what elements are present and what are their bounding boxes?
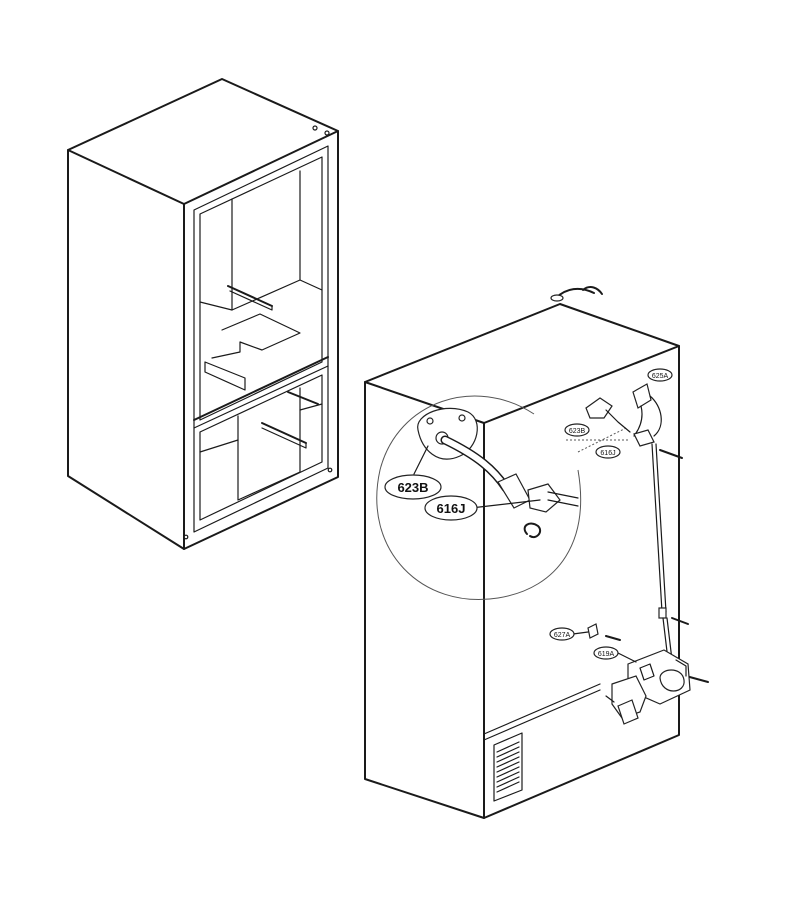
rear-cabinet	[364, 286, 680, 819]
svg-text:616J: 616J	[437, 501, 466, 516]
water-valve-619A	[605, 649, 691, 725]
callout-616J-small: 616J	[595, 445, 621, 459]
svg-text:623B: 623B	[569, 428, 586, 435]
front-cabinet	[67, 78, 339, 550]
callout-627A: 627A	[549, 627, 575, 641]
svg-text:625A: 625A	[652, 373, 669, 380]
svg-text:616J: 616J	[600, 450, 615, 457]
callout-619A: 619A	[593, 646, 619, 660]
callout-623B-small: 623B	[564, 423, 590, 437]
svg-text:627A: 627A	[554, 632, 571, 639]
zoom-detail: 623B 616J	[376, 395, 630, 600]
callout-616J-large: 616J	[424, 495, 478, 521]
svg-text:623B: 623B	[397, 480, 428, 495]
callout-623B-large: 623B	[384, 474, 442, 500]
fitting-616J	[497, 473, 579, 513]
svg-text:619A: 619A	[598, 651, 615, 658]
callout-625A: 625A	[647, 368, 673, 382]
water-line-assembly	[572, 383, 709, 725]
